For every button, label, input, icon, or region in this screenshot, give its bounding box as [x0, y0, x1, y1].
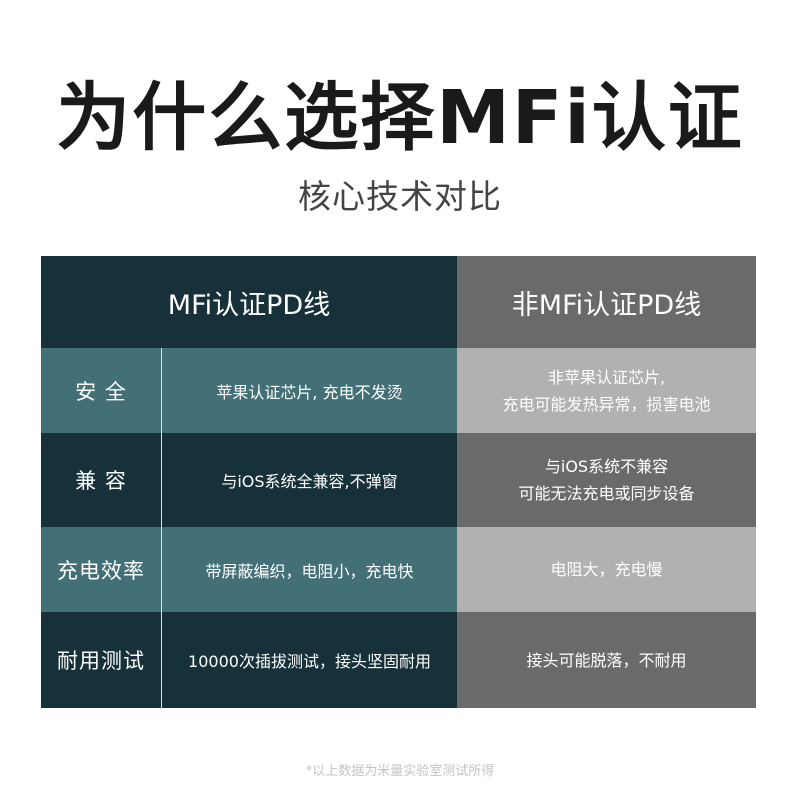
row-label: 耐用测试 [41, 612, 161, 708]
page-title: 为什么选择MFi认证 [56, 75, 744, 161]
comparison-table: MFi认证PD线 非MFi认证PD线 安 全 苹果认证芯片, 充电不发烫 非苹果… [41, 256, 756, 708]
table-row-compatibility: 兼 容 与iOS系统全兼容,不弹窗 与iOS系统不兼容可能无法充电或同步设备 [41, 433, 756, 527]
mfi-value: 10000次插拔测试，接头坚固耐用 [162, 612, 457, 708]
non-mfi-value: 电阻大，充电慢 [457, 527, 756, 612]
mfi-value: 与iOS系统全兼容,不弹窗 [162, 433, 457, 527]
table-row-durability: 耐用测试 10000次插拔测试，接头坚固耐用 接头可能脱落，不耐用 [41, 612, 756, 708]
footnote: *以上数据为米量实验室测试所得 [305, 764, 495, 779]
non-mfi-value: 与iOS系统不兼容可能无法充电或同步设备 [457, 433, 756, 527]
mfi-value: 苹果认证芯片, 充电不发烫 [162, 348, 457, 433]
column-divider [161, 348, 162, 708]
non-mfi-value: 接头可能脱落，不耐用 [457, 612, 756, 708]
row-label: 安 全 [41, 348, 161, 433]
table-row-efficiency: 充电效率 带屏蔽编织，电阻小，充电快 电阻大，充电慢 [41, 527, 756, 612]
mfi-value: 带屏蔽编织，电阻小，充电快 [162, 527, 457, 612]
row-label: 充电效率 [41, 527, 161, 612]
header-non-mfi: 非MFi认证PD线 [457, 256, 756, 348]
page-subtitle: 核心技术对比 [298, 177, 502, 216]
row-label: 兼 容 [41, 433, 161, 527]
table-row-safety: 安 全 苹果认证芯片, 充电不发烫 非苹果认证芯片,充电可能发热异常，损害电池 [41, 348, 756, 433]
header-mfi: MFi认证PD线 [41, 256, 457, 348]
non-mfi-value: 非苹果认证芯片,充电可能发热异常，损害电池 [457, 348, 756, 433]
